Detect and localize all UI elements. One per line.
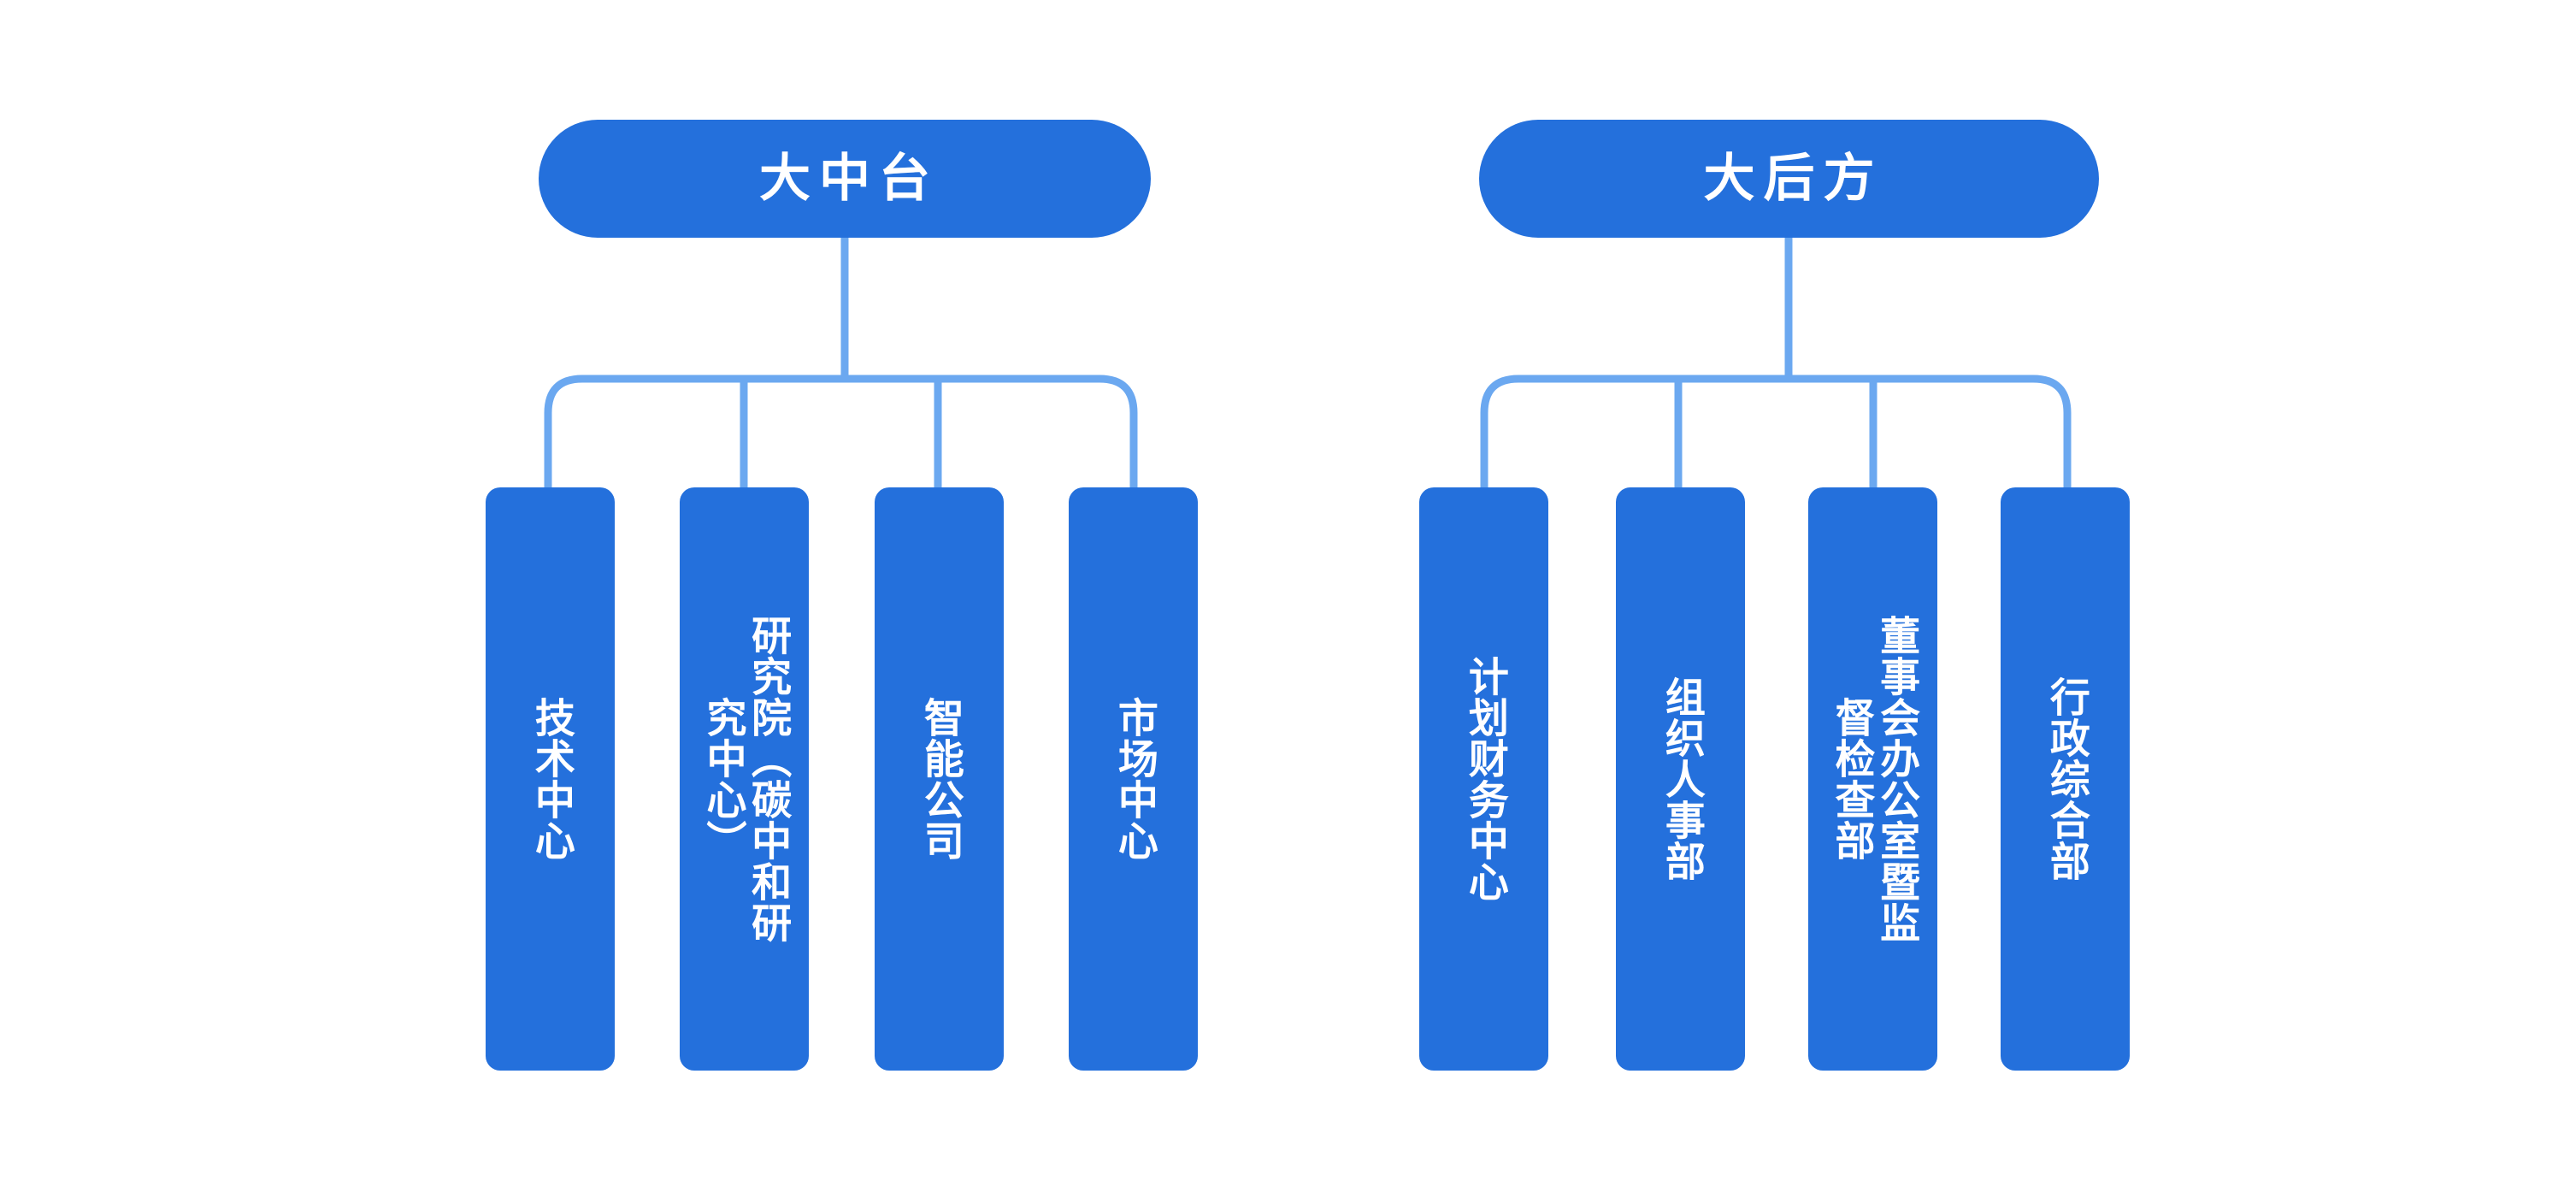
node-label: 智能公司	[916, 697, 964, 861]
node-market-center[interactable]: 市场中心	[1069, 487, 1198, 1071]
connector-bus	[1480, 375, 2072, 487]
node-label: 研究院（碳中和研究中心）	[699, 615, 792, 943]
group-header-label: 大中台	[759, 149, 939, 209]
node-finance-center[interactable]: 计划财务中心	[1419, 487, 1548, 1071]
node-intelligent-co[interactable]: 智能公司	[875, 487, 1004, 1071]
node-hr-department[interactable]: 组织人事部	[1616, 487, 1745, 1071]
group-header-zhongtai[interactable]: 大中台	[539, 120, 1151, 238]
node-label: 计划财务中心	[1460, 656, 1508, 902]
group-header-label: 大后方	[1703, 149, 1883, 209]
node-tech-center[interactable]: 技术中心	[486, 487, 615, 1071]
node-research-institute[interactable]: 研究院（碳中和研究中心）	[680, 487, 809, 1071]
group-header-houfang[interactable]: 大后方	[1479, 120, 2099, 238]
node-label: 市场中心	[1110, 697, 1158, 861]
node-label: 董事会办公室暨监督检查部	[1827, 615, 1920, 943]
node-label: 行政综合部	[2042, 676, 2090, 882]
node-admin-department[interactable]: 行政综合部	[2001, 487, 2130, 1071]
node-label: 技术中心	[527, 697, 575, 861]
node-board-office[interactable]: 董事会办公室暨监督检查部	[1808, 487, 1937, 1071]
node-label: 组织人事部	[1657, 676, 1705, 882]
